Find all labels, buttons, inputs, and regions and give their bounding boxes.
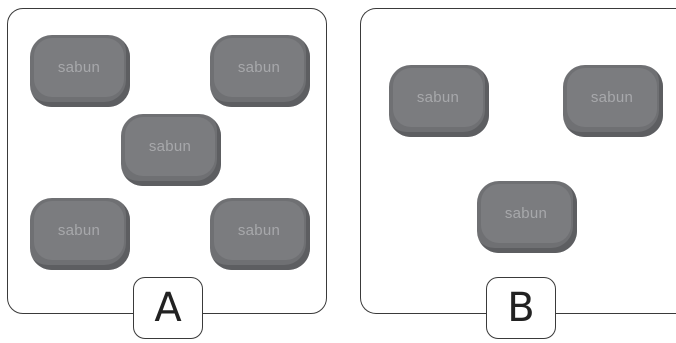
soap-label: sabun (34, 201, 124, 260)
panel-b: sabun sabun sabun (360, 8, 676, 314)
soap-bar: sabun (477, 181, 577, 253)
soap-label: sabun (214, 38, 304, 97)
panel-a: sabun sabun sabun sabun sabun (7, 8, 327, 314)
soap-bar: sabun (210, 35, 310, 107)
soap-label: sabun (214, 201, 304, 260)
soap-bar: sabun (30, 35, 130, 107)
soap-bar: sabun (121, 114, 221, 186)
soap-label: sabun (393, 68, 483, 127)
soap-label: sabun (125, 117, 215, 176)
soap-bar: sabun (563, 65, 663, 137)
soap-label: sabun (567, 68, 657, 127)
panel-a-label: A (133, 277, 203, 339)
soap-bar: sabun (30, 198, 130, 270)
soap-bar: sabun (389, 65, 489, 137)
soap-label: sabun (34, 38, 124, 97)
soap-label: sabun (481, 184, 571, 243)
panel-b-label: B (486, 277, 556, 339)
soap-bar: sabun (210, 198, 310, 270)
